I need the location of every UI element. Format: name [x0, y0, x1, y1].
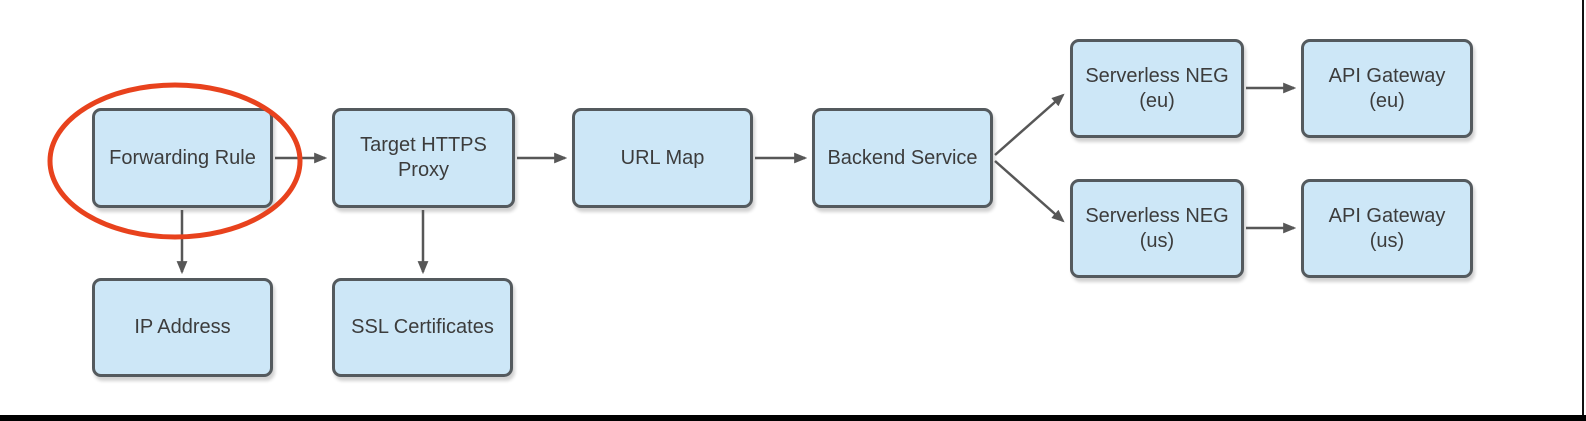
node-serverless-neg-eu: Serverless NEG (eu)	[1070, 39, 1244, 138]
node-label: API Gateway	[1328, 64, 1446, 87]
node-label-line2: (us)	[1139, 229, 1175, 252]
node-api-gateway-us: API Gateway (us)	[1301, 179, 1473, 278]
node-label: Serverless NEG	[1085, 64, 1229, 87]
bottom-divider	[0, 415, 1586, 421]
node-label: IP Address	[134, 316, 231, 338]
node-label: SSL Certificates	[351, 316, 494, 338]
node-ssl-certificates: SSL Certificates	[332, 278, 513, 377]
node-label: Target HTTPS	[360, 134, 487, 156]
node-forwarding-rule: Forwarding Rule	[92, 108, 273, 208]
node-label: Backend Service	[827, 146, 978, 169]
node-url-map: URL Map	[572, 108, 753, 208]
edge-backend-service-to-serverless-neg-us	[994, 160, 1065, 223]
node-backend-service: Backend Service	[812, 108, 993, 208]
node-api-gateway-eu: API Gateway (eu)	[1301, 39, 1473, 138]
node-label: API Gateway	[1328, 204, 1446, 227]
node-label-line2: (eu)	[1139, 89, 1175, 112]
edge-backend-service-to-serverless-neg-eu	[994, 93, 1065, 156]
node-ip-address: IP Address	[92, 278, 273, 377]
node-target-https-proxy: Target HTTPS Proxy	[332, 108, 515, 208]
node-label-line2: (eu)	[1369, 89, 1405, 112]
node-label-line2: Proxy	[397, 159, 450, 181]
node-label-line2: (us)	[1369, 229, 1405, 252]
window-right-border	[1582, 0, 1584, 421]
node-label: Forwarding Rule	[109, 146, 256, 169]
node-label: URL Map	[620, 146, 705, 169]
node-serverless-neg-us: Serverless NEG (us)	[1070, 179, 1244, 278]
node-label: Serverless NEG	[1085, 204, 1229, 227]
